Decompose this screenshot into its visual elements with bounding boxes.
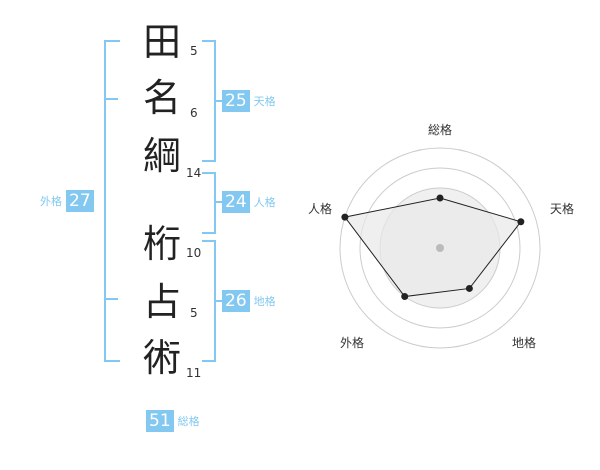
radar-series-area <box>344 197 522 298</box>
chikaku-value: 26 <box>222 290 250 312</box>
stroke-count-6: 11 <box>186 366 202 380</box>
gaikaku-caption: 外格 <box>40 195 62 208</box>
radar-point <box>517 218 525 226</box>
stroke-count-3: 14 <box>186 166 202 180</box>
soukaku-caption: 総格 <box>177 415 200 428</box>
stroke-count-2: 6 <box>190 106 198 120</box>
tenkaku-label: 25 天格 <box>222 90 276 112</box>
stroke-count-1: 5 <box>190 44 198 58</box>
jinkaku-bracket <box>202 172 216 234</box>
tenkaku-caption: 天格 <box>253 95 276 108</box>
jinkaku-value: 24 <box>222 191 250 213</box>
radar-axis-label-jinkaku: 人格 <box>308 202 333 216</box>
stroke-count-5: 5 <box>190 306 198 320</box>
chikaku-connector <box>214 300 222 302</box>
stroke-count-4: 10 <box>186 246 202 260</box>
jinkaku-connector <box>214 201 222 203</box>
gaikaku-tick-lower <box>104 298 118 300</box>
gaikaku-value: 27 <box>66 190 94 212</box>
jinkaku-label: 24 人格 <box>222 191 276 213</box>
radar-point <box>341 213 349 221</box>
name-char-4: 桁 <box>142 222 181 266</box>
tenkaku-connector <box>214 100 222 102</box>
soukaku-value: 51 <box>146 410 174 432</box>
soukaku-label: 51 総格 <box>146 410 200 432</box>
chikaku-label: 26 地格 <box>222 290 276 312</box>
radar-axis-label-chikaku: 地格 <box>512 336 537 350</box>
gaikaku-tick-upper <box>104 98 118 100</box>
name-char-1: 田 <box>142 20 181 64</box>
radar-ring <box>359 167 521 329</box>
name-char-2: 名 <box>142 76 181 120</box>
jinkaku-caption: 人格 <box>253 196 276 209</box>
radar-ring <box>339 147 541 349</box>
radar-point <box>401 293 409 301</box>
radar-point <box>465 284 473 292</box>
name-char-3: 綱 <box>142 134 181 178</box>
chikaku-caption: 地格 <box>253 295 276 308</box>
name-char-6: 術 <box>142 336 181 380</box>
gaikaku-bracket <box>104 40 120 362</box>
radar-axis-label-tenkaku: 天格 <box>550 202 575 216</box>
radar-point <box>436 194 444 202</box>
name-char-5: 占 <box>142 280 181 324</box>
radar-center-dot <box>436 244 444 252</box>
tenkaku-value: 25 <box>222 90 250 112</box>
radar-axis-label-gaikaku: 外格 <box>340 336 365 350</box>
radar-axis-label-soukaku: 総格 <box>428 123 453 137</box>
gaikaku-label: 外格 27 <box>40 190 94 212</box>
